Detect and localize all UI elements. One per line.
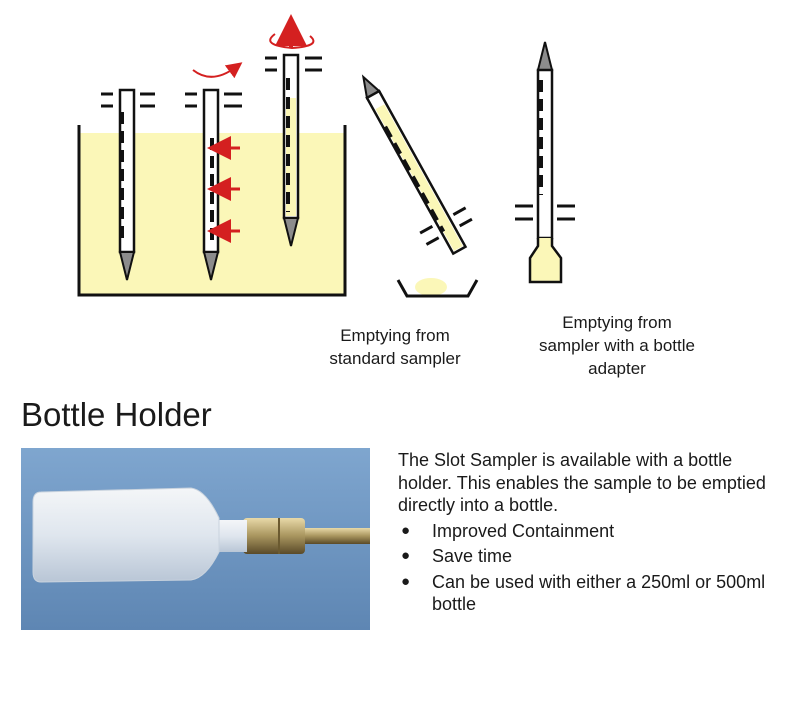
list-item-text: Save time xyxy=(432,546,513,566)
feature-list: ●Improved Containment ●Save time ●Can be… xyxy=(398,520,768,616)
list-item: ●Save time xyxy=(401,546,513,566)
sampler-emptying-standard xyxy=(361,74,479,298)
caption-standard-sampler: Emptying from standard sampler xyxy=(329,326,461,368)
bottle-holder-description: The Slot Sampler is available with a bot… xyxy=(398,449,768,619)
list-item: ●Improved Containment xyxy=(401,520,615,541)
sampler-withdrawn xyxy=(265,14,322,247)
list-item: ●Can be used with either a 250ml or 500m… xyxy=(401,571,766,615)
rotate-arrow-icon xyxy=(192,62,243,79)
sampler-inserted xyxy=(101,88,155,281)
section-title: Bottle Holder xyxy=(21,396,212,433)
bottle-on-sampler-photo xyxy=(21,448,370,630)
sampler-usage-diagram xyxy=(77,14,575,298)
sampler-rotating xyxy=(185,62,243,281)
sampler-with-bottle-adapter xyxy=(515,41,575,284)
caption-bottle-adapter: Emptying from sampler with a bottle adap… xyxy=(539,313,695,378)
list-item-text: Improved Containment xyxy=(432,520,615,541)
list-item-text: Can be used with either a 250ml or 500ml… xyxy=(432,571,766,615)
description-text: The Slot Sampler is available with a bot… xyxy=(398,450,766,515)
